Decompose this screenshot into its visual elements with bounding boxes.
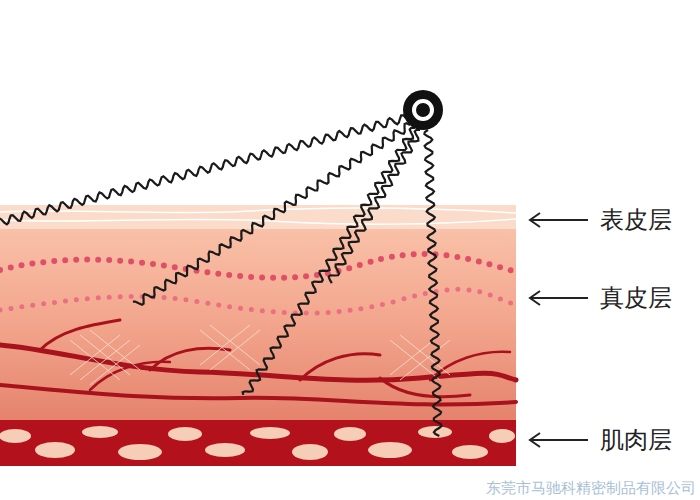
dermis-band [0, 228, 516, 422]
wave-line [0, 115, 406, 224]
wave-line [329, 130, 420, 283]
watermark: 东莞市马驰科精密制品有限公司 [486, 481, 696, 496]
dotted-line [0, 289, 516, 313]
wave-lines [0, 115, 442, 436]
layer-label: 真皮层 [600, 286, 672, 310]
emitter-device [403, 90, 443, 130]
epidermis-line [0, 208, 516, 213]
wave-line [243, 128, 415, 395]
wave-line [133, 123, 410, 304]
muscle-band [0, 420, 516, 466]
epidermis-line [0, 219, 516, 224]
muscle-cells [0, 426, 515, 460]
emitter-ring [414, 101, 432, 119]
dotted-line [0, 254, 516, 278]
pointer-arrows [530, 213, 588, 447]
layer-label: 表皮层 [600, 208, 672, 232]
wave-line [424, 130, 441, 436]
layer-label: 肌肉层 [600, 428, 672, 452]
